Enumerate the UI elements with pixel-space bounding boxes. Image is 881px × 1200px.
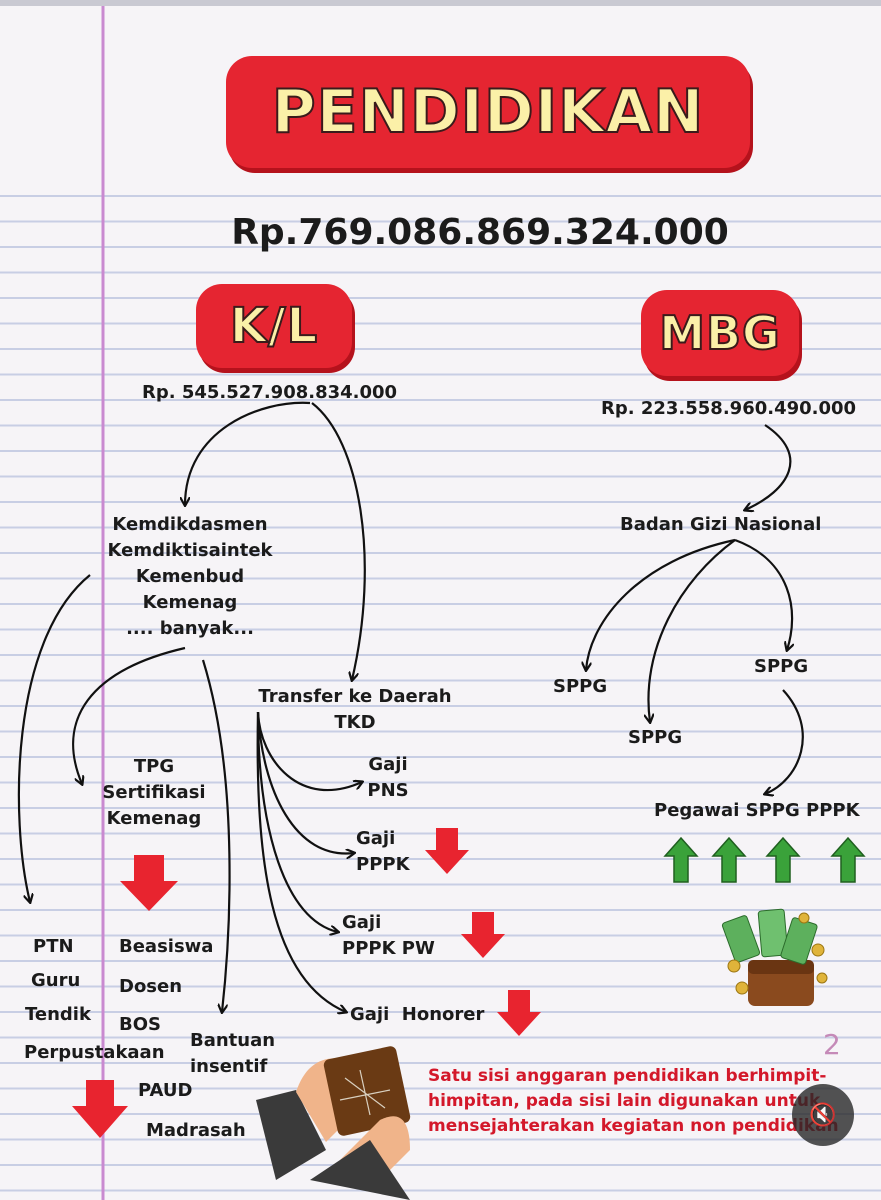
gaji-pppk-line: PPPK xyxy=(356,854,410,875)
page-number: 2 xyxy=(823,1028,841,1061)
tpg-block: TPG Sertifikasi Kemenag xyxy=(96,754,212,832)
up-arrow-4 xyxy=(830,836,866,883)
arrow-to-gaji-pppk-pw xyxy=(256,711,338,932)
mbg-amount: Rp. 223.558.960.490.000 xyxy=(601,398,857,419)
note-block: Satu sisi anggaran pendidikan berhimpit-… xyxy=(428,1064,839,1139)
mid-item-paud: PAUD xyxy=(138,1080,193,1101)
up-arrow-3 xyxy=(765,836,801,883)
transfer-line: TKD xyxy=(334,712,376,733)
sppg-label-2: SPPG xyxy=(628,727,683,748)
gaji-honorer: Gaji Honorer xyxy=(350,1004,485,1025)
kl-amount: Rp. 545.527.908.834.000 xyxy=(142,382,398,403)
arrow-to-sppg-2 xyxy=(648,539,736,722)
arrow-to-sppg-3 xyxy=(734,538,792,650)
arrow-to-gaji-pns xyxy=(256,711,362,792)
down-arrow-left xyxy=(72,1080,128,1138)
sppg-label-3: SPPG xyxy=(754,656,809,677)
wallet-with-cash-icon xyxy=(721,908,828,1006)
ministry-item: Kemdiktisaintek xyxy=(107,540,273,561)
kl-label: K/L xyxy=(229,297,319,355)
arrow-to-bantuan xyxy=(201,659,231,1012)
bantuan-line: Bantuan xyxy=(190,1030,276,1051)
ministry-item: .... banyak... xyxy=(126,618,254,639)
ministry-item: Kemenag xyxy=(142,592,238,613)
gaji-pppk: Gaji PPPK xyxy=(356,826,410,878)
tpg-line: Sertifikasi xyxy=(102,782,206,803)
bantuan-block: Bantuan insentif xyxy=(190,1028,275,1080)
left-item-guru: Guru xyxy=(31,970,81,991)
mid-item-bos: BOS xyxy=(119,1014,161,1035)
mute-audio-icon: 🔇 xyxy=(809,1102,837,1128)
down-arrow-pppk xyxy=(425,828,469,874)
empty-wallet-hands-icon xyxy=(256,1046,411,1200)
title-text: PENDIDIKAN xyxy=(271,76,705,148)
mid-item-madrasah: Madrasah xyxy=(146,1120,246,1141)
down-arrow-tpg xyxy=(120,855,178,911)
arrow-to-transfer xyxy=(311,402,366,680)
arrow-to-ptn xyxy=(17,574,91,902)
arrow-to-tpg xyxy=(72,646,186,784)
left-item-tendik: Tendik xyxy=(25,1004,91,1025)
gaji-pppk-pw: Gaji PPPK PW xyxy=(342,910,435,962)
total-budget: Rp.769.086.869.324.000 xyxy=(231,212,729,253)
arrow-to-gaji-pppk xyxy=(256,711,354,853)
up-arrow-2 xyxy=(711,836,747,883)
gaji-pppk-pw-line: Gaji xyxy=(342,912,382,933)
up-arrows xyxy=(663,836,866,883)
ministry-item: Kemdikdasmen xyxy=(112,514,268,535)
arrow-to-ministries xyxy=(185,401,311,505)
gaji-pns: Gaji PNS xyxy=(360,752,416,804)
mbg-badge: MBG xyxy=(641,290,799,376)
title-badge: PENDIDIKAN xyxy=(226,56,750,168)
note-line: mensejahterakan kegiatan non pendidikan xyxy=(428,1116,839,1136)
ministry-item: Kemenbud xyxy=(135,566,245,587)
arrow-to-sppg-1 xyxy=(586,538,736,670)
tpg-line: Kemenag xyxy=(106,808,202,829)
sppg-label-1: SPPG xyxy=(553,676,608,697)
arrow-to-gaji-honorer xyxy=(256,711,346,1012)
down-arrows xyxy=(72,828,541,1138)
gaji-pns-line: PNS xyxy=(367,780,409,801)
bantuan-line: insentif xyxy=(190,1056,268,1077)
transfer-line: Transfer ke Daerah xyxy=(258,686,452,707)
mute-button[interactable]: 🔇 xyxy=(792,1084,854,1146)
note-line: himpitan, pada sisi lain digunakan untuk xyxy=(428,1091,821,1111)
ministry-list: Kemdikdasmen Kemdiktisaintek Kemenbud Ke… xyxy=(90,512,290,642)
mbg-label: MBG xyxy=(658,305,781,361)
badan-gizi-label: Badan Gizi Nasional xyxy=(620,514,822,535)
kl-badge: K/L xyxy=(196,284,352,368)
down-arrow-honorer xyxy=(497,990,541,1036)
top-edge xyxy=(0,0,881,6)
up-arrow-1 xyxy=(663,836,699,883)
connector-arrows xyxy=(17,401,804,1012)
gaji-pppk-line: Gaji xyxy=(356,828,396,849)
note-line: Satu sisi anggaran pendidikan berhimpit- xyxy=(428,1066,827,1086)
transfer-block: Transfer ke Daerah TKD xyxy=(250,684,460,736)
tpg-line: TPG xyxy=(133,756,175,777)
down-arrow-pppk-pw xyxy=(461,912,505,958)
arrow-to-pegawai xyxy=(765,689,804,794)
left-item-perpustakaan: Perpustakaan xyxy=(24,1042,165,1063)
mid-item-beasiswa: Beasiswa xyxy=(119,936,214,957)
gaji-pppk-pw-line: PPPK PW xyxy=(342,938,435,959)
pegawai-label: Pegawai SPPG PPPK xyxy=(654,800,860,821)
arrow-to-badan-gizi xyxy=(745,424,792,510)
gaji-pns-line: Gaji xyxy=(368,754,408,775)
mid-item-dosen: Dosen xyxy=(119,976,183,997)
left-item-ptn: PTN xyxy=(33,936,74,957)
